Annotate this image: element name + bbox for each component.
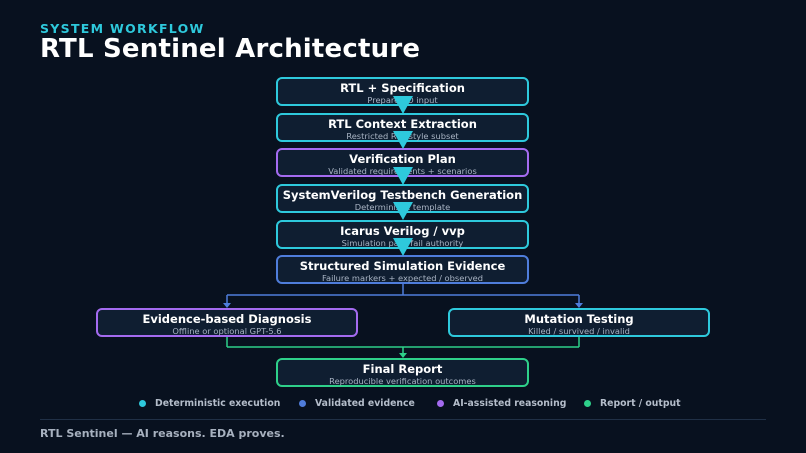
node-title: Mutation Testing <box>524 312 634 326</box>
node-title: RTL Context Extraction <box>328 117 477 131</box>
to-report-arrowhead <box>399 353 407 358</box>
node-title: SystemVerilog Testbench Generation <box>282 188 523 202</box>
node-subtitle: Reproducible verification outcomes <box>329 376 476 386</box>
flow-arrow-icon <box>393 131 413 149</box>
legend-label: Deterministic execution <box>155 398 281 409</box>
flow-arrow-icon <box>393 202 413 220</box>
flow-arrow-icon <box>393 238 413 256</box>
node-title: RTL + Specification <box>340 81 465 95</box>
node-subtitle: Killed / survived / invalid <box>528 326 630 336</box>
node-mutation-testing: Mutation Testing Killed / survived / inv… <box>448 308 710 337</box>
node-title: Final Report <box>362 362 443 376</box>
legend-item-evidence: Validated evidence <box>299 398 415 409</box>
legend-label: AI-assisted reasoning <box>453 398 567 409</box>
footer-divider <box>40 419 766 420</box>
legend-dot-icon <box>584 400 591 407</box>
to-diagnosis-arrowhead <box>223 303 231 308</box>
legend-label: Report / output <box>600 398 681 409</box>
flow-arrow-icon <box>393 96 413 114</box>
node-final-report: Final Report Reproducible verification o… <box>276 358 529 387</box>
legend-dot-icon <box>437 400 444 407</box>
flow-arrow-icon <box>393 167 413 185</box>
legend-label: Validated evidence <box>315 398 415 409</box>
legend-dot-icon <box>139 400 146 407</box>
page-title: RTL Sentinel Architecture <box>40 34 421 64</box>
node-evidence-based-diagnosis: Evidence-based Diagnosis Offline or opti… <box>96 308 358 337</box>
node-subtitle: Failure markers + expected / observed <box>321 273 484 283</box>
legend-dot-icon <box>299 400 306 407</box>
node-title: Icarus Verilog / vvp <box>340 224 465 238</box>
node-title: Evidence-based Diagnosis <box>142 312 312 326</box>
legend-item-deterministic: Deterministic execution <box>139 398 280 409</box>
section-eyebrow: SYSTEM WORKFLOW <box>40 21 205 36</box>
legend-item-ai: AI-assisted reasoning <box>437 398 566 409</box>
to-mutation-arrowhead <box>575 303 583 308</box>
legend: Deterministic execution Validated eviden… <box>0 398 806 412</box>
node-title: Structured Simulation Evidence <box>299 259 506 273</box>
legend-item-output: Report / output <box>584 398 681 409</box>
node-subtitle: Offline or optional GPT-5.6 <box>172 326 282 336</box>
footer-tagline: RTL Sentinel — AI reasons. EDA proves. <box>40 427 285 440</box>
node-title: Verification Plan <box>349 152 456 166</box>
node-structured-simulation-evidence: Structured Simulation Evidence Failure m… <box>276 255 529 284</box>
